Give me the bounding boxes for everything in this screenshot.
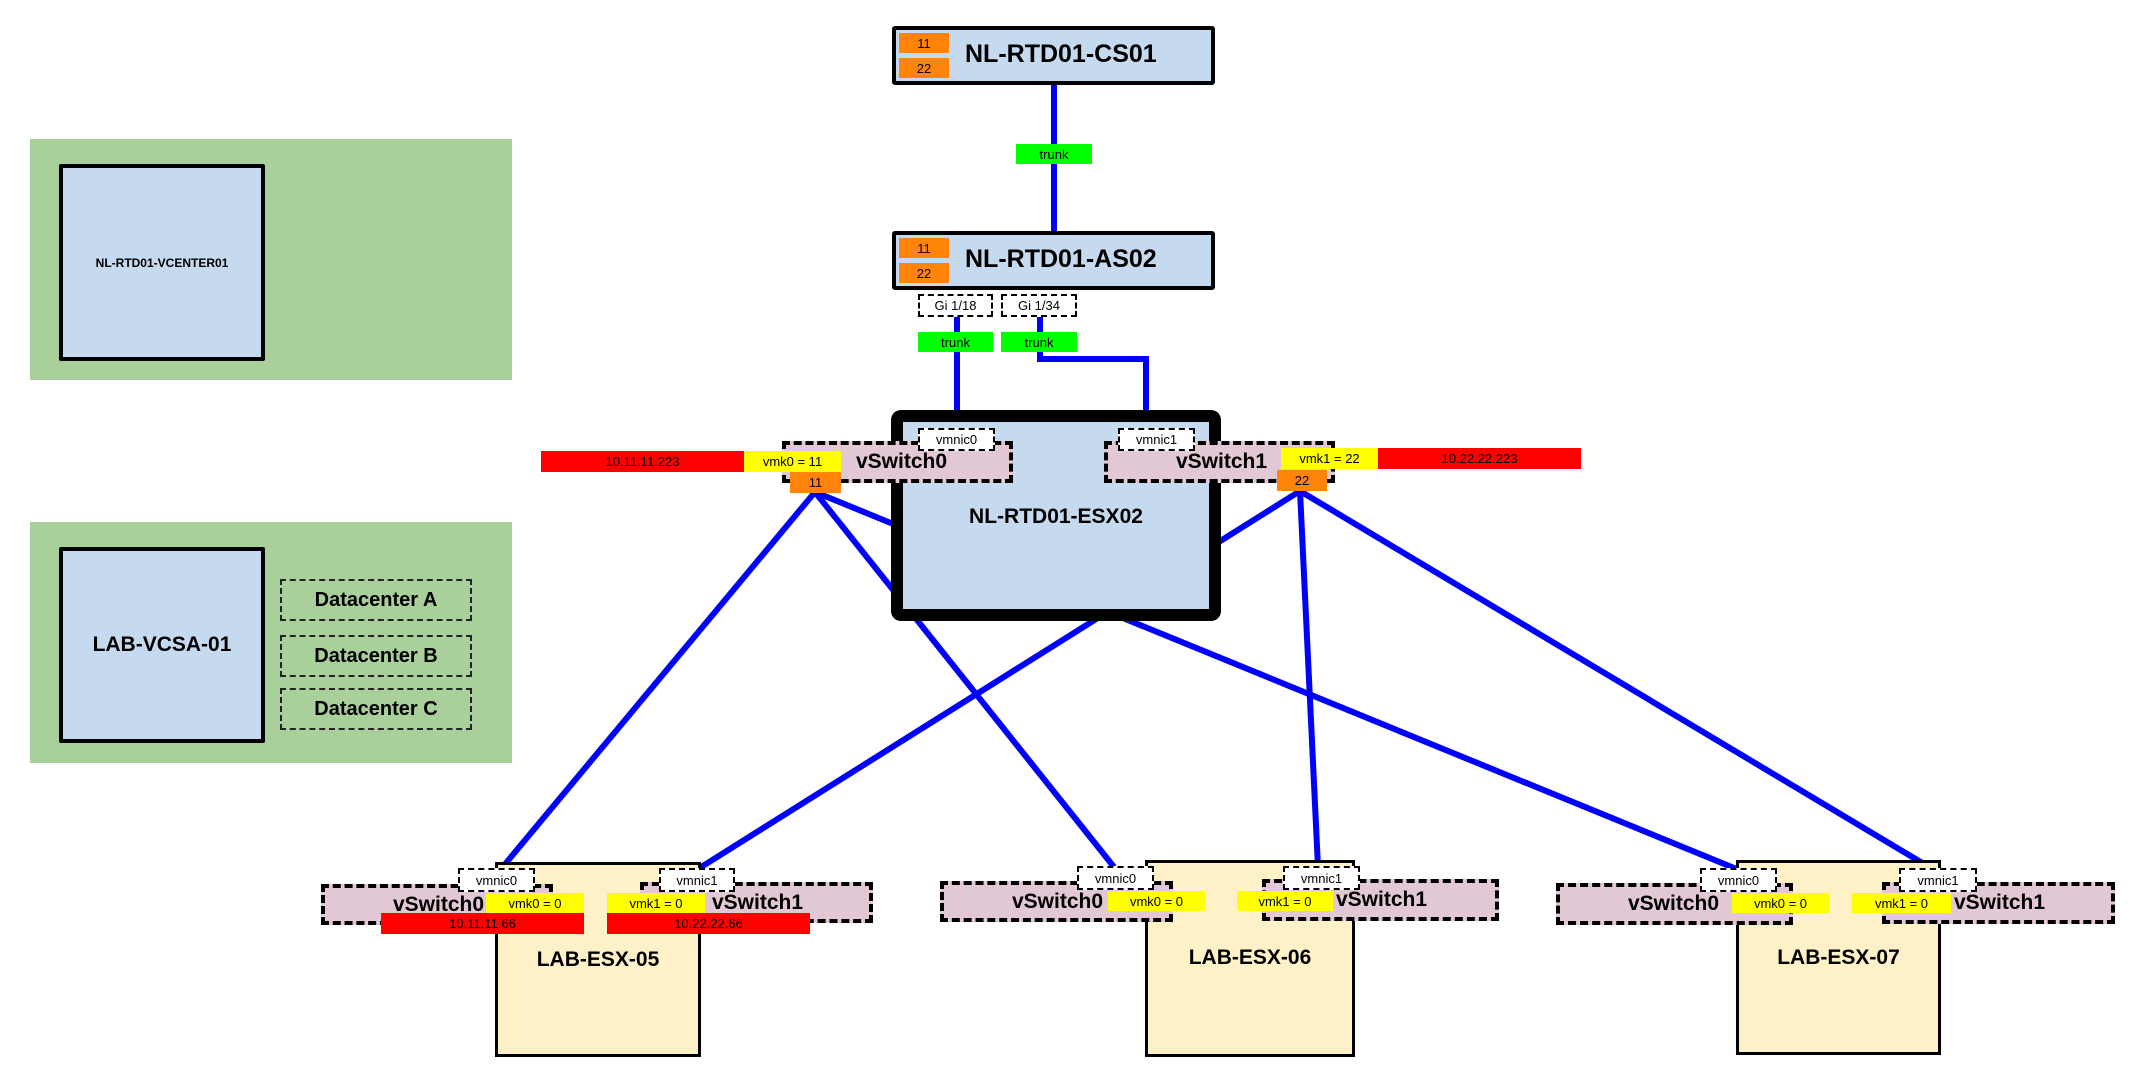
datacenter-b[interactable]: Datacenter B	[280, 635, 472, 677]
access-switch-name: NL-RTD01-AS02	[965, 245, 1157, 273]
esx02-vlan-11: 11	[790, 472, 841, 493]
esx07-vswitch1-label: vSwitch1	[1954, 891, 2046, 914]
esx06-vmk0: vmk0 = 0	[1108, 891, 1205, 911]
esx02-vmk0: vmk0 = 11	[744, 451, 841, 472]
link-vlan11-esx06-vmnic0	[812, 490, 1117, 869]
port-gi1-18[interactable]: Gi 1/18	[918, 294, 993, 317]
esx07-vmnic0[interactable]: vmnic0	[1700, 868, 1777, 892]
vcenter-name: NL-RTD01-VCENTER01	[95, 255, 229, 270]
esx06-vmnic0[interactable]: vmnic0	[1077, 866, 1154, 890]
link-vlan11-esx05-vmnic0	[498, 490, 818, 871]
esx02-vlan-22: 22	[1277, 470, 1327, 491]
esx07-vmk1: vmk1 = 0	[1852, 893, 1951, 913]
esx02-vmnic0[interactable]: vmnic0	[918, 428, 995, 451]
port-gi1-34-mode: trunk	[1001, 332, 1077, 352]
access-switch-vlan-22: 22	[899, 263, 949, 283]
esx06-name: LAB-ESX-06	[1188, 946, 1312, 969]
port-gi1-34[interactable]: Gi 1/34	[1001, 294, 1077, 317]
vcenter-node[interactable]: NL-RTD01-VCENTER01	[59, 164, 265, 361]
access-switch-vlan-11: 11	[899, 238, 949, 258]
esx05-vswitch1-ip: 10.22.22.66	[607, 913, 810, 934]
datacenter-a[interactable]: Datacenter A	[280, 579, 472, 621]
esx02-vswitch1-ip: 10.22.22.223	[1378, 448, 1581, 469]
esx05-vmk1: vmk1 = 0	[607, 893, 705, 913]
esx02-vswitch0-ip: 10.11.11.223	[541, 451, 744, 472]
core-switch-vlan-22: 22	[899, 58, 949, 78]
esx06-vswitch1-label: vSwitch1	[1336, 888, 1428, 911]
esx06-vswitch0-label: vSwitch0	[1012, 889, 1104, 913]
esx05-vswitch1-label: vSwitch1	[712, 890, 804, 914]
esx05-vmnic0[interactable]: vmnic0	[458, 868, 535, 892]
datacenter-c-label: Datacenter C	[314, 697, 438, 720]
core-switch-vlan-11: 11	[899, 33, 949, 53]
core-switch-name: NL-RTD01-CS01	[965, 40, 1157, 68]
esx02-name: NL-RTD01-ESX02	[969, 505, 1143, 528]
vcsa-node[interactable]: LAB-VCSA-01	[59, 547, 265, 743]
esx02-vmk1: vmk1 = 22	[1281, 448, 1378, 469]
port-gi1-18-mode: trunk	[918, 332, 993, 352]
esx02-vswitch0-label: vSwitch0	[856, 450, 948, 473]
esx07-vswitch0-label: vSwitch0	[1628, 892, 1720, 915]
esx02-vmnic1[interactable]: vmnic1	[1118, 428, 1195, 451]
esx05-vmnic1[interactable]: vmnic1	[659, 868, 735, 892]
esx06-vmnic1[interactable]: vmnic1	[1283, 866, 1360, 890]
vcsa-name: LAB-VCSA-01	[92, 633, 232, 656]
esx06-vmk1: vmk1 = 0	[1237, 891, 1333, 911]
esx05-vswitch0-label: vSwitch0	[393, 892, 485, 916]
esx05-name: LAB-ESX-05	[536, 948, 660, 971]
esx07-name: LAB-ESX-07	[1777, 946, 1900, 969]
esx05-vmk0: vmk0 = 0	[486, 893, 584, 913]
esx02-vswitch1-label: vSwitch1	[1176, 450, 1268, 473]
esx07-vmnic1[interactable]: vmnic1	[1899, 868, 1977, 892]
uplink-trunk-label: trunk	[1016, 144, 1092, 164]
datacenter-b-label: Datacenter B	[314, 644, 438, 667]
datacenter-a-label: Datacenter A	[314, 588, 438, 611]
link-vlan22-esx07-vmnic1	[1298, 488, 1936, 873]
esx05-vswitch0-ip: 10.11.11.66	[381, 913, 584, 934]
esx07-vmk0: vmk0 = 0	[1732, 893, 1829, 913]
datacenter-c[interactable]: Datacenter C	[280, 688, 472, 730]
link-vlan22-esx06-vmnic1	[1297, 490, 1321, 868]
